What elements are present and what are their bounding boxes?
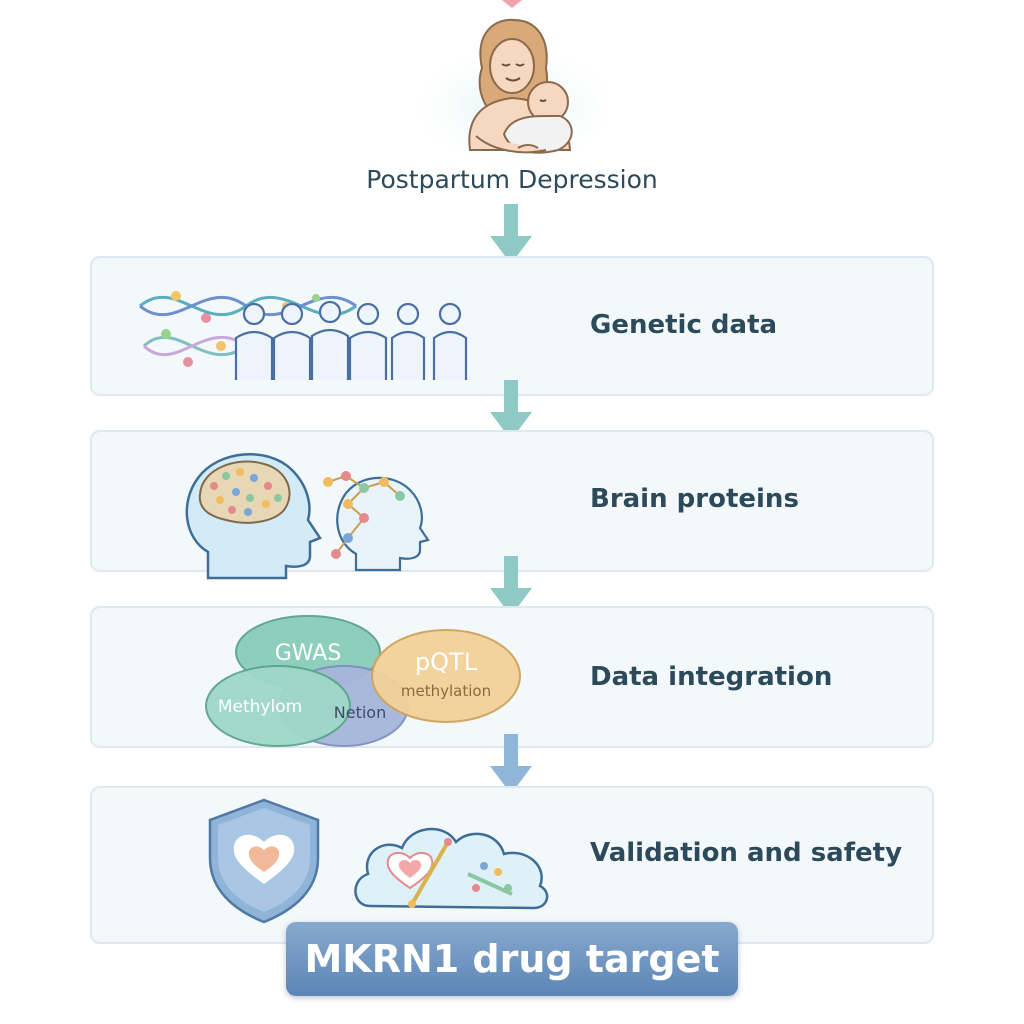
- venn-pqtl-label: pQTL: [415, 648, 478, 676]
- step-card-genetic: Genetic data: [90, 256, 934, 396]
- flow-arrow-2: [490, 380, 532, 440]
- venn-gwas-label: GWAS: [275, 641, 342, 666]
- flow-arrow-3: [490, 556, 532, 616]
- mother-baby-icon: [403, 18, 627, 168]
- flow-arrow-4: [490, 734, 532, 794]
- drug-target-result: MKRN1 drug target: [286, 922, 738, 996]
- shield-heart-icon: [208, 798, 320, 924]
- step-label-brain: Brain proteins: [590, 484, 799, 514]
- step-card-validation: Validation and safety: [90, 786, 934, 944]
- cloud-network-icon: [354, 827, 549, 910]
- drug-target-label: MKRN1 drug target: [304, 937, 720, 981]
- top-arrow-tip: [502, 0, 522, 8]
- dna-people-icon: [139, 291, 468, 380]
- step-label-genetic: Genetic data: [590, 310, 778, 340]
- step-card-integration: GWAS pQTL methylation Methylom Netion Da…: [90, 606, 934, 748]
- step-label-validation: Validation and safety: [590, 838, 903, 868]
- venn-methylom-label: Methylom: [218, 697, 302, 717]
- flow-arrow-1: [490, 204, 532, 264]
- step-label-integration: Data integration: [590, 662, 833, 692]
- brain-head-icon: [185, 453, 430, 580]
- page-title: Postpartum Depression: [366, 165, 658, 194]
- venn-diagram: GWAS pQTL methylation Methylom Netion: [205, 615, 521, 747]
- venn-overlap-label: Netion: [334, 703, 386, 722]
- step-card-brain: Brain proteins: [90, 430, 934, 580]
- venn-pqtl-sublabel: methylation: [401, 682, 491, 700]
